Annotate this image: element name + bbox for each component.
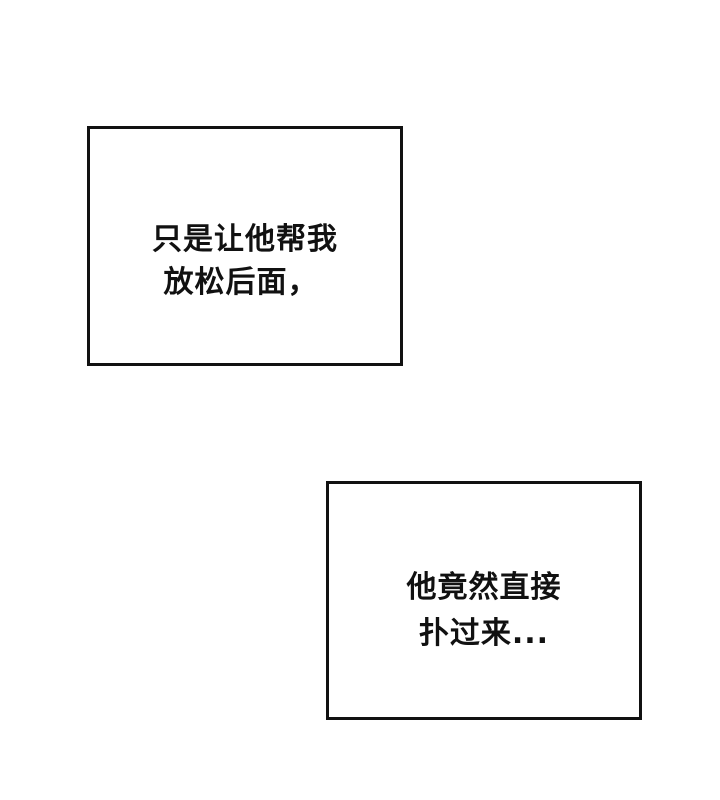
- caption-line: 扑过来...: [418, 616, 550, 651]
- caption-line: 他竟然直接: [406, 570, 562, 605]
- caption-line: 只是让他帮我: [152, 222, 338, 257]
- caption-line: 放松后面，: [163, 265, 319, 300]
- caption-box-2: 他竟然直接 扑过来...: [326, 481, 642, 720]
- caption-box-1: 只是让他帮我 放松后面，: [87, 126, 403, 366]
